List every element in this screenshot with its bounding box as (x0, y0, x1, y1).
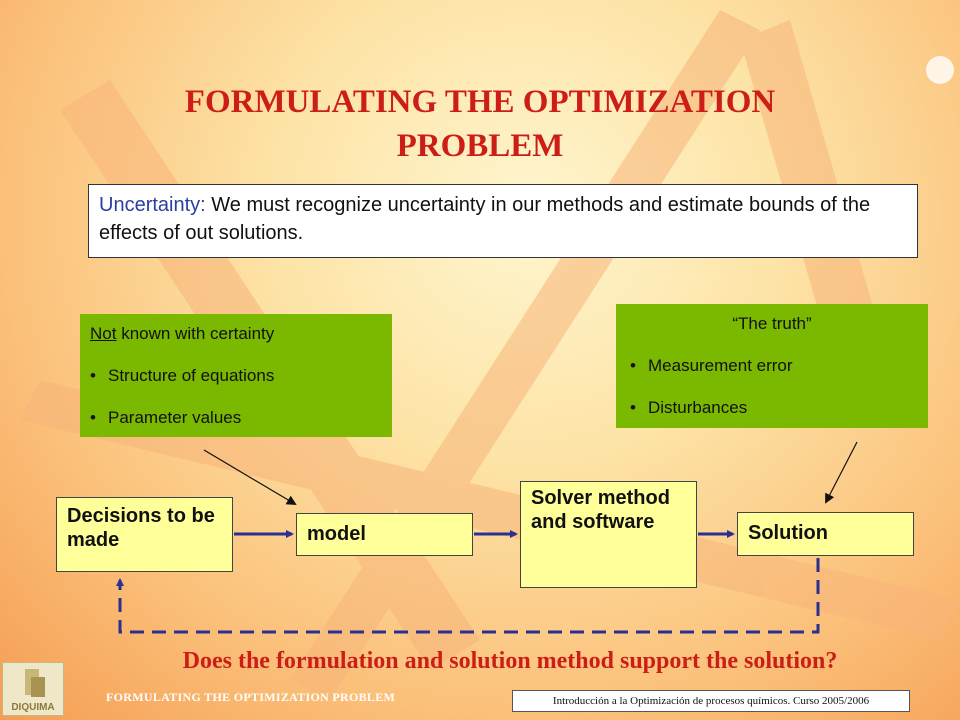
list-item-text: Disturbances (648, 398, 748, 417)
truth-box: “The truth” • Measurement error • Distur… (616, 304, 928, 428)
arrow-uncertainty-to-model (203, 449, 297, 506)
model-box: model (296, 513, 473, 556)
bullet-icon: • (90, 366, 96, 385)
list-item-text: Parameter values (108, 408, 242, 427)
model-uncertainty-box: Not known with certainty • Structure of … (80, 314, 392, 437)
bullet-icon: • (90, 408, 96, 427)
logo-icon (25, 669, 45, 697)
list-item-text: Structure of equations (108, 366, 275, 385)
heading-rest: known with certainty (116, 324, 275, 343)
bullet-icon: • (630, 356, 636, 375)
arrow-truth-to-solution (825, 441, 858, 504)
truth-heading: “The truth” (732, 314, 812, 333)
list-item: • Measurement error (630, 356, 914, 376)
question-text: Does the formulation and solution method… (182, 648, 838, 674)
uncertainty-lead: Uncertainty: (99, 194, 206, 216)
footer-title: FORMULATING THE OPTIMIZATION PROBLEM (106, 690, 396, 704)
model-uncertainty-heading: Not known with certainty (90, 324, 382, 344)
logo-text: DIQUIMA (11, 702, 55, 713)
feedback-loop-arrow (116, 558, 820, 634)
solver-box: Solver method and software (520, 481, 697, 588)
list-item-text: Measurement error (648, 356, 793, 375)
list-item: • Structure of equations (90, 366, 382, 386)
solution-box: Solution (737, 512, 914, 556)
list-item: • Parameter values (90, 408, 382, 428)
diquima-logo: DIQUIMA (2, 662, 64, 716)
bullet-icon: • (630, 398, 636, 417)
slide-title: FORMULATING THE OPTIMIZATION PROBLEM (184, 84, 776, 164)
uncertainty-text: We must recognize uncertainty in our met… (99, 194, 871, 244)
footer-course: Introducción a la Optimización de proces… (512, 690, 910, 712)
heading-not: Not (90, 324, 117, 343)
list-item: • Disturbances (630, 398, 914, 418)
uncertainty-box: Uncertainty: We must recognize uncertain… (88, 184, 918, 258)
decisions-box: Decisions to be made (56, 497, 233, 572)
